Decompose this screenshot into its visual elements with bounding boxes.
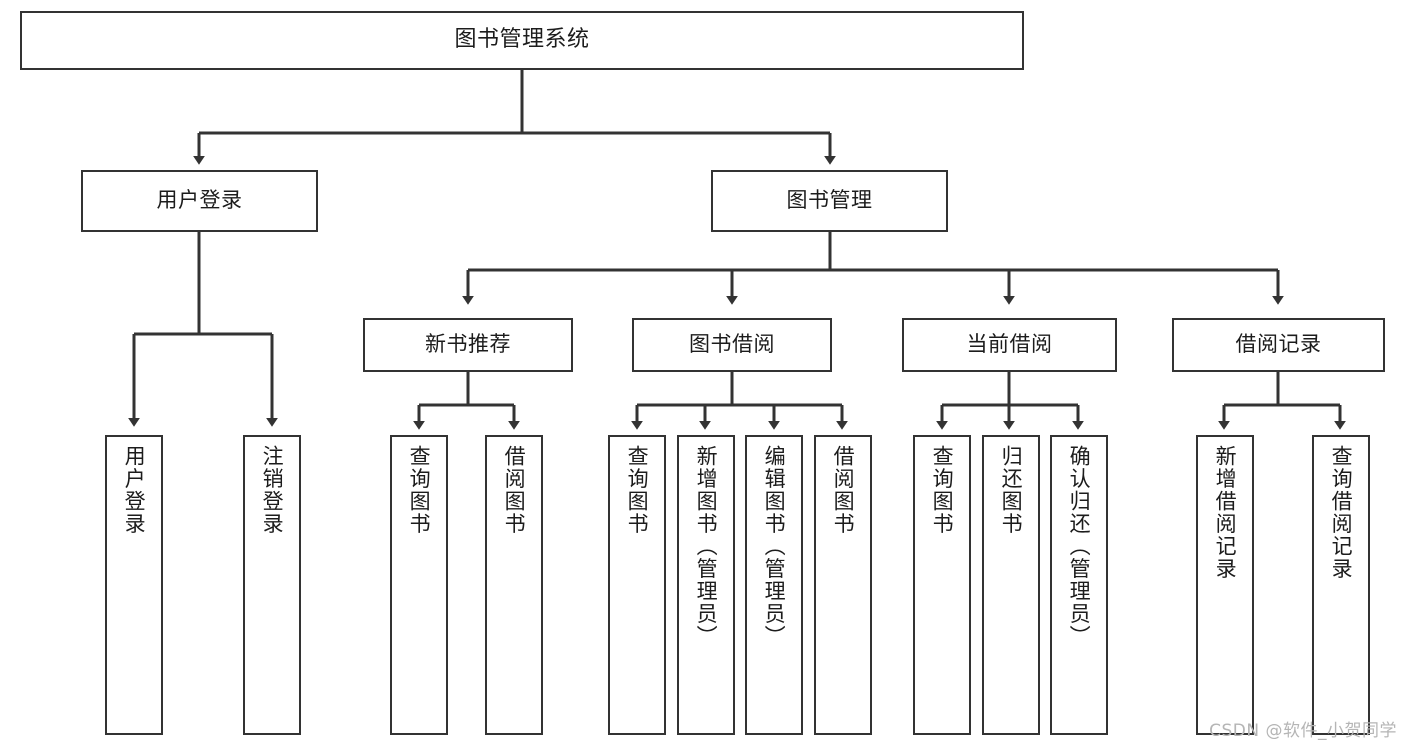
node-leaf-query-book-borrow[interactable]: 查询图书 [608,435,666,735]
node-current-borrow-label: 当前借阅 [966,332,1053,357]
node-leaf-return-book[interactable]: 归还图书 [982,435,1040,735]
node-leaf-user-login-label: 用户登录 [122,445,147,535]
node-leaf-edit-book-admin[interactable]: 编辑图书（管理员） [745,435,803,735]
node-leaf-query-book-current-label: 查询图书 [930,445,955,535]
csdn-watermark: CSDN @软件_小贺同学 [1209,721,1397,741]
node-leaf-logout-label: 注销登录 [260,445,285,535]
node-leaf-borrow-book[interactable]: 借阅图书 [814,435,872,735]
node-root[interactable]: 图书管理系统 [20,11,1024,70]
node-leaf-add-borrow-record-label: 新增借阅记录 [1213,445,1238,580]
node-book-management-label: 图书管理 [786,188,873,213]
node-leaf-confirm-return-admin[interactable]: 确认归还（管理员） [1050,435,1108,735]
node-borrow-record-label: 借阅记录 [1235,332,1322,357]
node-leaf-add-book-admin-label: 新增图书（管理员） [694,445,719,648]
node-new-book-recommend[interactable]: 新书推荐 [363,318,573,372]
node-borrow-record[interactable]: 借阅记录 [1172,318,1385,372]
node-leaf-logout[interactable]: 注销登录 [243,435,301,735]
node-leaf-query-borrow-record[interactable]: 查询借阅记录 [1312,435,1370,735]
node-leaf-user-login[interactable]: 用户登录 [105,435,163,735]
node-leaf-add-borrow-record[interactable]: 新增借阅记录 [1196,435,1254,735]
node-new-book-recommend-label: 新书推荐 [425,332,511,357]
node-book-management[interactable]: 图书管理 [711,170,948,232]
node-leaf-borrow-book-newbook-label: 借阅图书 [502,445,527,535]
node-book-borrow[interactable]: 图书借阅 [632,318,832,372]
node-leaf-query-borrow-record-label: 查询借阅记录 [1329,445,1354,580]
node-leaf-query-book-borrow-label: 查询图书 [625,445,650,535]
node-leaf-borrow-book-label: 借阅图书 [831,445,856,535]
node-leaf-add-book-admin[interactable]: 新增图书（管理员） [677,435,735,735]
node-leaf-query-book-newbook-label: 查询图书 [407,445,432,535]
node-leaf-edit-book-admin-label: 编辑图书（管理员） [762,445,787,648]
node-root-label: 图书管理系统 [454,27,590,53]
node-user-login[interactable]: 用户登录 [81,170,318,232]
node-leaf-query-book-current[interactable]: 查询图书 [913,435,971,735]
node-user-login-label: 用户登录 [156,188,243,213]
node-leaf-return-book-label: 归还图书 [999,445,1024,535]
node-book-borrow-label: 图书借阅 [689,332,775,357]
node-leaf-query-book-newbook[interactable]: 查询图书 [390,435,448,735]
node-leaf-borrow-book-newbook[interactable]: 借阅图书 [485,435,543,735]
node-current-borrow[interactable]: 当前借阅 [902,318,1117,372]
node-leaf-confirm-return-admin-label: 确认归还（管理员） [1067,445,1092,648]
